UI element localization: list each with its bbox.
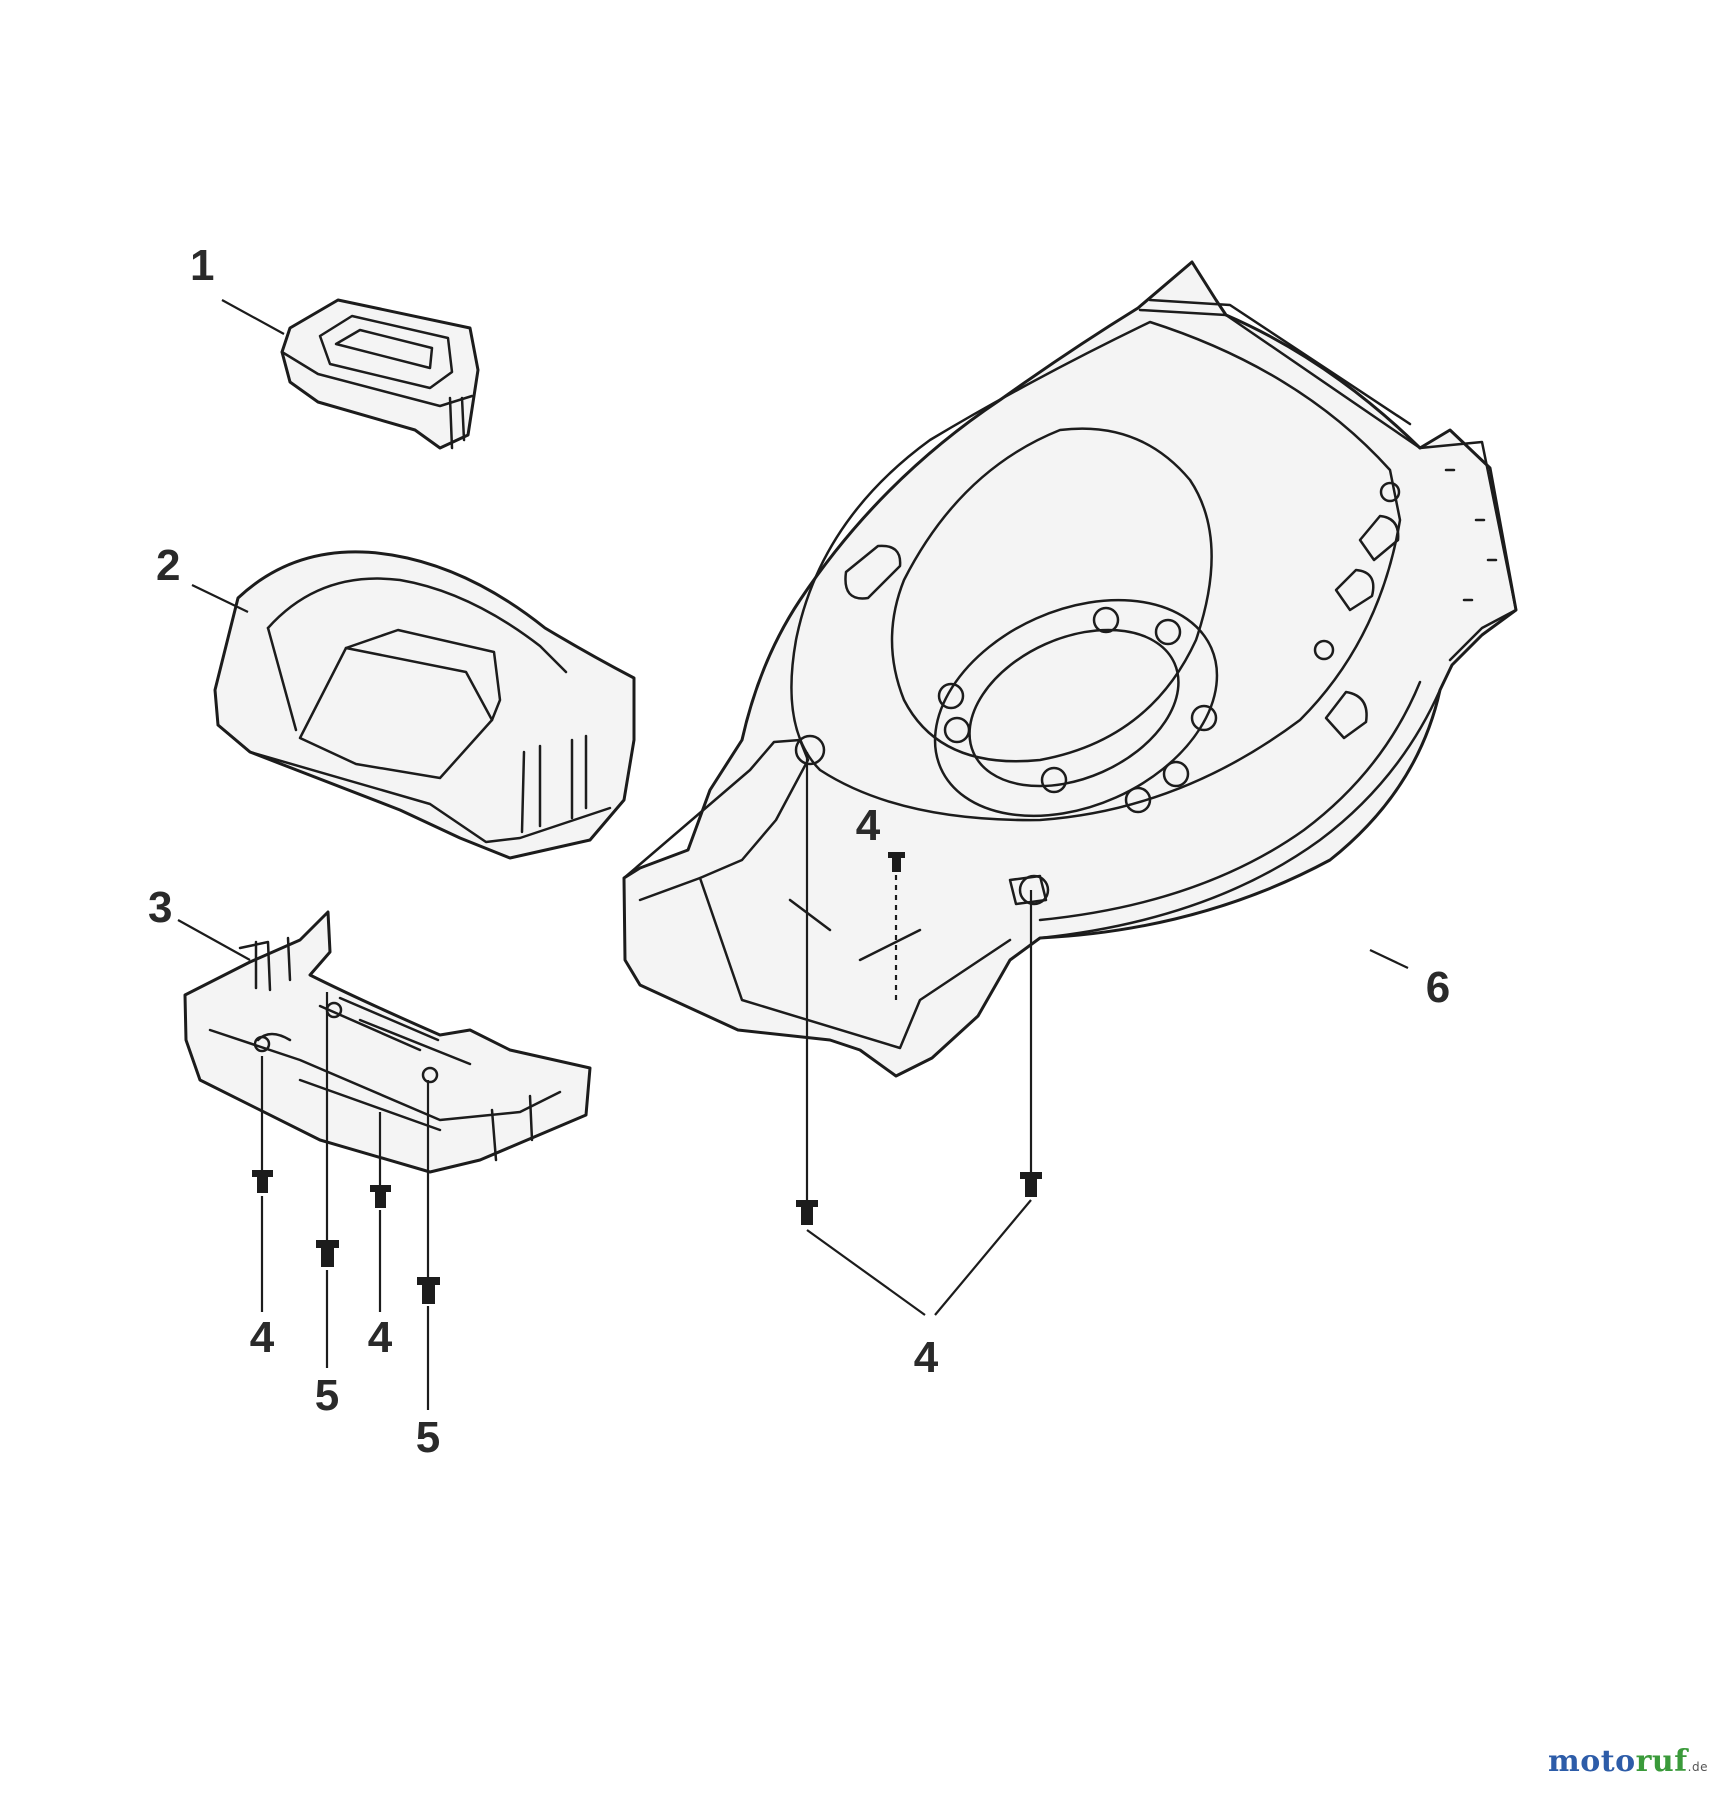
screw-4-center [375,1190,386,1208]
callout-5-b: 5 [416,1413,440,1462]
callout-4-a: 4 [250,1313,275,1362]
callout-3: 3 [148,883,172,932]
callout-5-a: 5 [315,1371,339,1420]
callout-labels: 1 2 3 4 4 4 4 5 5 6 [148,241,1450,1462]
screw-4-deck-right [1025,1177,1037,1197]
screw-4-deck-top [892,856,901,872]
leader-lines [177,299,1409,1410]
screw-5-left [321,1245,334,1267]
callout-4-b: 4 [368,1313,393,1362]
part-2-rear-cover [213,550,636,860]
screw-group [252,852,1042,1304]
part-6-mower-deck [622,260,1518,1078]
callout-2: 2 [156,541,180,590]
callout-4-c: 4 [856,801,881,850]
callout-1: 1 [190,241,214,290]
callout-4-d: 4 [914,1333,939,1382]
callout-6: 6 [1426,963,1450,1012]
motoruf-watermark: motoruf.de [1548,1744,1708,1779]
part-3-mulch-plate [183,910,592,1174]
screw-4-deck-left [801,1205,813,1225]
part-1-handle-cap [280,298,480,450]
screw-4-left [257,1175,268,1193]
screw-5-right [422,1282,435,1304]
